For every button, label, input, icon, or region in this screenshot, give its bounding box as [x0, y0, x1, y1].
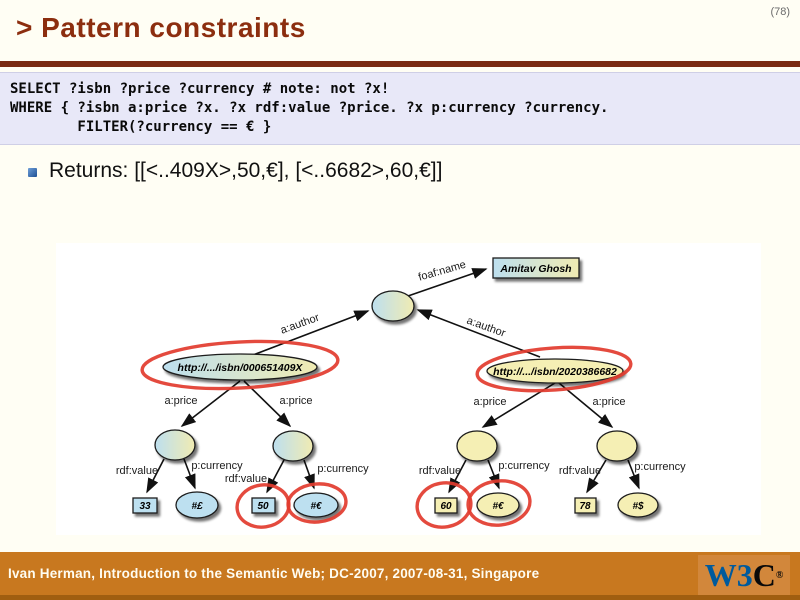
title-underline-bar [0, 61, 800, 67]
isbn-node-left [162, 353, 318, 381]
red-circle-isbn-left [140, 339, 340, 391]
isbn-node-left-text: http://.../isbn/000651409X [178, 362, 304, 374]
currency-text-pound: #£ [191, 501, 203, 512]
edge-label-rdf-value-4: rdf:value [559, 465, 601, 477]
rdf-graph-svg: foaf:name a:author a:author a:price a:pr… [116, 257, 686, 529]
footer-bar: Ivan Herman, Introduction to the Semanti… [0, 552, 800, 600]
currency-node-pound [175, 491, 219, 519]
edge-label-p-currency-1: p:currency [191, 460, 243, 472]
code-line-3: FILTER(?currency == € } [10, 119, 272, 135]
red-circle-euro-right [466, 479, 532, 527]
red-circle-isbn-right [475, 345, 633, 393]
edge-label-foaf-name: foaf:name [417, 259, 467, 284]
blank-node-price-left-2 [272, 430, 314, 462]
value-box-50 [251, 497, 276, 514]
value-text-78: 78 [579, 501, 591, 512]
edge-label-a-price-1: a:price [164, 395, 197, 407]
red-circle-euro-left [286, 482, 348, 524]
edge-label-p-currency-3: p:currency [498, 460, 550, 472]
w3c-logo-registered-icon: ® [775, 569, 784, 581]
value-text-50: 50 [257, 501, 269, 512]
red-annotation-circles [140, 339, 633, 529]
value-box-60 [434, 497, 458, 514]
edge-label-a-price-2: a:price [279, 395, 312, 407]
rdf-graph-diagram: foaf:name a:author a:author a:price a:pr… [56, 243, 761, 535]
blank-node-book-author [371, 290, 415, 322]
currency-node-dollar [617, 492, 659, 518]
blank-node-price-left-1 [154, 429, 196, 461]
edge-label-rdf-value-3: rdf:value [419, 465, 461, 477]
author-name-box [492, 257, 580, 279]
currency-node-euro-right [476, 492, 520, 518]
slide-title: > Pattern constraints [16, 12, 306, 43]
edge-label-a-price-4: a:price [592, 396, 625, 408]
edge-label-a-price-3: a:price [473, 396, 506, 408]
page-number: (78) [770, 6, 790, 18]
sparql-code-block: SELECT ?isbn ?price ?currency # note: no… [0, 72, 800, 145]
currency-node-euro-left [293, 492, 339, 518]
isbn-node-right [486, 358, 624, 384]
value-box-33 [132, 497, 158, 514]
red-circle-value-60 [415, 481, 473, 529]
w3c-logo-c: C [752, 557, 776, 593]
code-line-1: SELECT ?isbn ?price ?currency # note: no… [10, 81, 390, 97]
value-box-78 [574, 497, 597, 514]
edge-label-rdf-value-2: rdf:value [225, 473, 267, 485]
w3c-logo-w3: W3 [704, 557, 753, 593]
blank-node-price-right-1 [456, 430, 498, 462]
author-name-text: Amitav Ghosh [499, 263, 571, 275]
currency-text-euro-left: #€ [310, 501, 322, 512]
code-line-2: WHERE { ?isbn a:price ?x. ?x rdf:value ?… [10, 100, 609, 116]
edge-label-p-currency-4: p:currency [634, 461, 686, 473]
value-text-60: 60 [440, 501, 452, 512]
currency-text-euro-right: #€ [492, 501, 504, 512]
footer-credit-text: Ivan Herman, Introduction to the Semanti… [8, 566, 540, 581]
edge-label-p-currency-2: p:currency [317, 463, 369, 475]
edge-label-rdf-value-1: rdf:value [116, 465, 158, 477]
isbn-node-right-text: http://.../isbn/2020386682 [493, 366, 617, 378]
returns-bullet-row: Returns: [[<..409X>,50,€], [<..6682>,60,… [28, 159, 442, 183]
value-text-33: 33 [139, 501, 151, 512]
graph-nodes: Amitav Ghosh http://.../isbn/000651409X … [132, 257, 659, 519]
currency-text-dollar: #$ [632, 501, 644, 512]
returns-text: Returns: [[<..409X>,50,€], [<..6682>,60,… [49, 159, 443, 182]
blank-node-price-right-2 [596, 430, 638, 462]
edge-label-a-author-left: a:author [279, 312, 321, 337]
bullet-icon [28, 168, 37, 177]
